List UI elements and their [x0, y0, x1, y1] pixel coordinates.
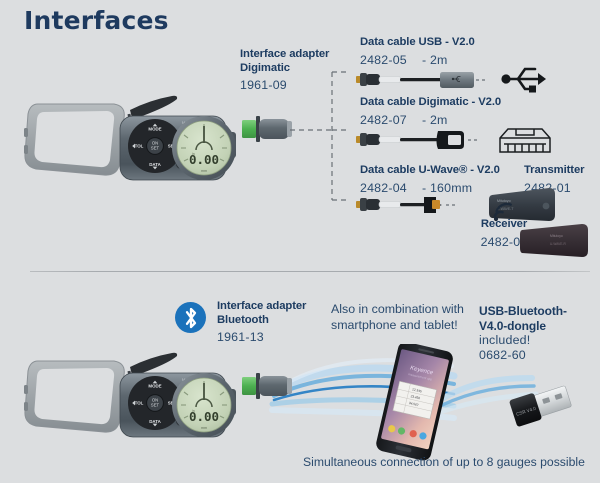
gauge-bottom: ON SET MODE DATA TOL SET Mitutoyo ABS — [20, 345, 268, 455]
svg-text:23.456: 23.456 — [410, 394, 421, 400]
adapter-digimatic-label: Interface adapter Digimatic 1961-09 — [240, 48, 329, 93]
bottom-caption: Simultaneous connection of up to 8 gauge… — [303, 455, 585, 469]
combination-note-line2: smartphone and tablet! — [331, 318, 458, 332]
receiver-label: Receiver 2482-02 — [462, 218, 546, 250]
svg-text:U-WAVE-T: U-WAVE-T — [497, 207, 513, 211]
dongle-order-no: 0682-60 — [479, 348, 526, 363]
usb-trident-icon — [501, 67, 546, 93]
combination-note-line1: Also in combination with — [331, 302, 464, 316]
svg-text:mm: mm — [201, 169, 207, 173]
cable-usb-name: Data cable USB - V2.0 — [360, 36, 475, 48]
cable-usb-label: Data cable USB - V2.0 2482-05 - 2m — [360, 36, 475, 68]
svg-text:SET: SET — [151, 402, 160, 407]
svg-text:Mitutoyo: Mitutoyo — [497, 199, 511, 203]
cable-digimatic-order-no: 2482-07 — [360, 112, 407, 127]
svg-text:MODE: MODE — [148, 384, 161, 389]
cable-digimatic-name: Data cable Digimatic - V2.0 — [360, 96, 502, 108]
smartphone-graphic: Keyence measurement app 12.345 23.456 34… — [376, 344, 453, 461]
svg-text:MODE: MODE — [148, 127, 161, 132]
uwave-cable-graphic — [356, 197, 456, 213]
usb-dongle-graphic: CSR V4.0 — [509, 385, 572, 427]
page-title: Interfaces — [24, 6, 169, 35]
cable-usb-length: - 2m — [422, 52, 448, 67]
dongle-label: USB-Bluetooth- V4.0-dongle included! 068… — [479, 304, 567, 363]
svg-text:in: in — [192, 152, 195, 156]
gauge-display: 0.00 mm in — [172, 116, 236, 180]
combination-note: Also in combination with smartphone and … — [331, 301, 464, 333]
receiver-name: Receiver — [480, 218, 528, 230]
cable-digimatic-label: Data cable Digimatic - V2.0 2482-07 - 2m — [360, 96, 501, 128]
transmitter-device: Mitutoyo U-WAVE-T — [489, 188, 555, 221]
dongle-line1: USB-Bluetooth- — [479, 304, 567, 318]
svg-text:ON: ON — [152, 141, 158, 146]
receiver-order-no: 2482-02 — [480, 234, 528, 249]
interface-adapter-digimatic-graphic — [240, 108, 302, 155]
gauge-bottom-value: 0.00 — [189, 409, 219, 424]
usb-cable-graphic — [356, 72, 486, 88]
adapter-digimatic-order-no: 1961-09 — [240, 78, 287, 93]
cable-uwave-name: Data cable U-Wave® - V2.0 — [360, 164, 500, 176]
adapter-bluetooth-line2: Bluetooth — [217, 313, 269, 326]
svg-text:U-WAVE-R: U-WAVE-R — [550, 242, 566, 246]
cable-uwave-label: Data cable U-Wave® - V2.0 2482-04 - 160m… — [360, 164, 500, 196]
adapter-digimatic-line2: Digimatic — [240, 61, 290, 74]
cable-uwave-length: - 160mm — [422, 180, 473, 195]
bluetooth-icon — [175, 302, 206, 333]
adapter-bluetooth-line1: Interface adapter — [217, 300, 307, 312]
svg-text:DATA: DATA — [149, 419, 161, 424]
caliper-frame-bottom — [24, 360, 125, 433]
svg-text:Keyence: Keyence — [409, 365, 434, 376]
svg-text:SET: SET — [151, 145, 160, 150]
svg-text:TOL: TOL — [135, 144, 144, 149]
adapter-bluetooth-order-no: 1961-13 — [217, 330, 264, 345]
cable-usb-order-no: 2482-05 — [360, 52, 407, 67]
svg-text:CSR V4.0: CSR V4.0 — [516, 406, 537, 417]
digimatic-cable-graphic — [356, 131, 478, 149]
cable-digimatic-length: - 2m — [422, 112, 448, 127]
svg-text:34.567: 34.567 — [409, 401, 420, 407]
cable-uwave-order-no: 2482-04 — [360, 180, 407, 195]
svg-text:in: in — [192, 409, 195, 413]
wireless-signal-icon — [493, 202, 512, 222]
svg-text:measurement app: measurement app — [408, 372, 433, 381]
adapter-bluetooth-label: Interface adapter Bluetooth 1961-13 — [217, 300, 306, 345]
interface-adapter-bluetooth-graphic — [240, 365, 302, 412]
connection-lines — [290, 71, 348, 201]
receiver-device: Mitutoyo U-WAVE-R — [520, 224, 588, 257]
caliper-frame — [24, 103, 125, 176]
gauge-display-bottom: 0.00 mm in — [172, 373, 236, 437]
svg-text:12.345: 12.345 — [412, 387, 423, 393]
gauge-top-value: 0.00 — [189, 152, 219, 167]
svg-text:TOL: TOL — [135, 401, 144, 406]
digimatic-connector-icon — [499, 128, 551, 153]
gauge-keypad-bottom: ON SET MODE DATA TOL SET — [128, 376, 186, 430]
svg-text:DATA: DATA — [149, 162, 161, 167]
dongle-line3: included! — [479, 333, 531, 348]
svg-text:mm: mm — [201, 426, 207, 430]
transmitter-name: Transmitter — [524, 164, 585, 176]
gauge-top: ON SET MODE DATA TOL SET Mitutoyo ABS — [20, 88, 268, 198]
svg-text:Mitutoyo: Mitutoyo — [550, 234, 563, 238]
dongle-line2: V4.0-dongle — [479, 318, 546, 333]
adapter-digimatic-line1: Interface adapter — [240, 48, 330, 60]
svg-text:ON: ON — [152, 398, 158, 403]
section-divider — [30, 271, 590, 272]
